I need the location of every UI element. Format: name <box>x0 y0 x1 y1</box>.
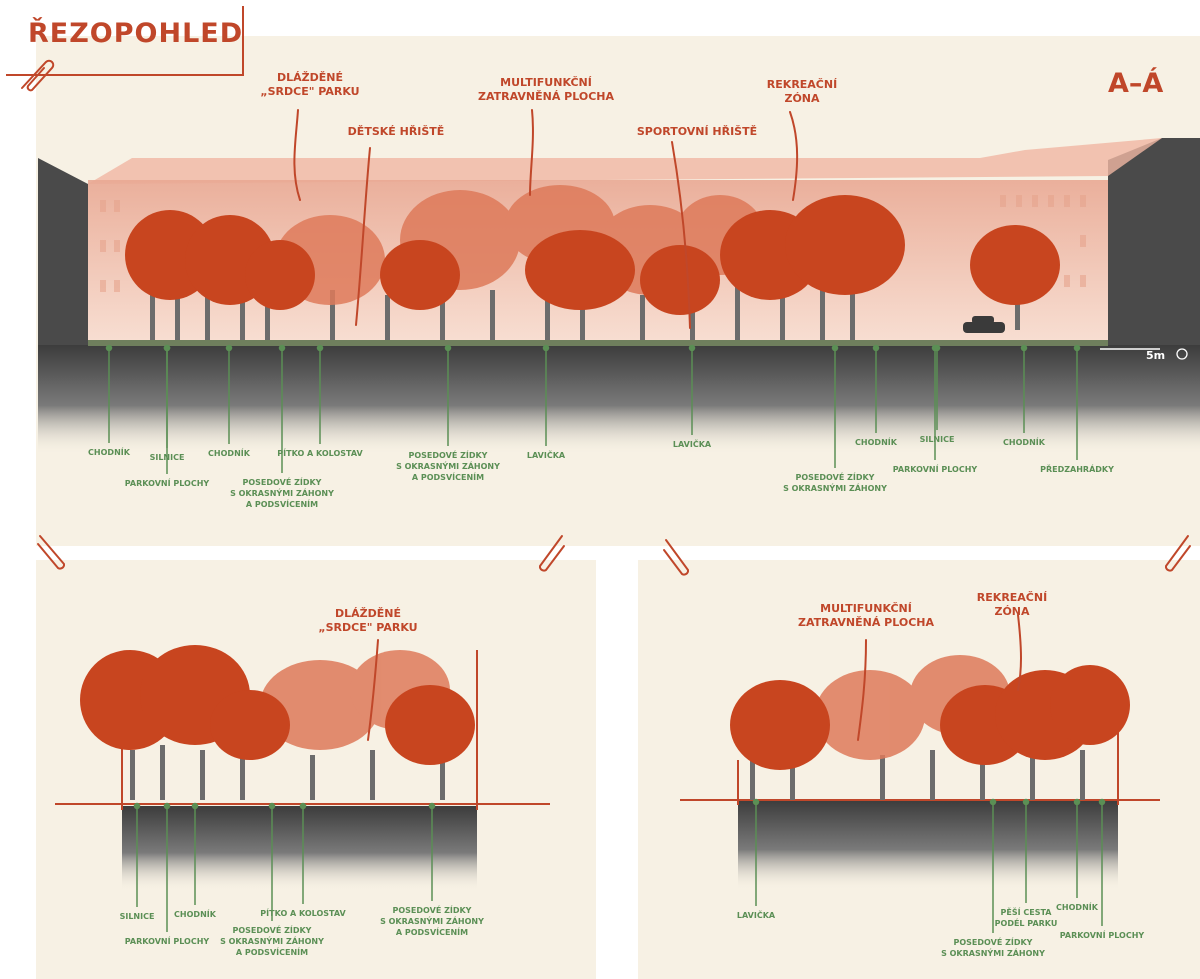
ground-line <box>88 340 1108 346</box>
leader-dot <box>1073 798 1081 806</box>
leader-dot <box>133 802 141 810</box>
leader-dot <box>1020 344 1028 352</box>
leader-dot <box>105 344 113 352</box>
ground-fade <box>38 345 1200 455</box>
leader-dot <box>831 344 839 352</box>
leader-dot <box>444 344 452 352</box>
main-leader-lines <box>105 344 1081 474</box>
left-callout-label: CHODNÍK <box>174 910 216 919</box>
main-callout-label: PÍTKO A KOLOSTAV <box>277 449 363 458</box>
leader-dot <box>191 802 199 810</box>
left-zone-label: DLÁŽDĚNÉ„SRDCE" PARKU <box>318 607 418 634</box>
main-callout-label: PARKOVNÍ PLOCHY <box>892 465 978 474</box>
paperclip-icon <box>21 59 55 92</box>
main-callout-label: CHODNÍK <box>88 448 130 457</box>
main-callout-label: PARKOVNÍ PLOCHY <box>124 479 210 488</box>
right-section <box>680 614 1160 933</box>
north-arrow-icon <box>1176 348 1188 360</box>
main-zone-label: DLÁŽDĚNÉ„SRDCE" PARKU <box>260 71 360 98</box>
main-callout-label: PŘEDZAHRÁDKY <box>1040 465 1114 474</box>
leader-dot <box>316 344 324 352</box>
main-zone-label: SPORTOVNÍ HŘIŠTĚ <box>636 125 758 138</box>
left-callout-label: PÍTKO A KOLOSTAV <box>260 909 346 918</box>
right-leader-lines <box>752 798 1106 933</box>
left-leader-lines <box>133 802 436 932</box>
right-panel <box>638 560 1200 979</box>
main-callout-label: SILNICE <box>149 453 185 462</box>
leader-dot <box>268 802 276 810</box>
title-frame <box>6 6 244 76</box>
car <box>963 316 1005 333</box>
left-dark-building <box>38 158 88 345</box>
main-callout-label: SILNICE <box>919 435 955 444</box>
paper-clip-icons <box>21 59 1191 576</box>
leader-dot <box>931 344 939 352</box>
left-section <box>55 639 550 932</box>
leader-dot <box>163 802 171 810</box>
right-ground-fade <box>738 800 1118 890</box>
leader-dot <box>752 798 760 806</box>
left-ground-fade <box>122 806 477 891</box>
left-callout-label: PARKOVNÍ PLOCHY <box>124 937 210 946</box>
main-section <box>38 109 1200 474</box>
paperclip-icon <box>538 535 565 572</box>
paperclip-icon <box>1164 535 1191 572</box>
section-id: A–Á <box>1108 68 1164 99</box>
building-roof <box>88 138 1162 184</box>
leader-dot <box>163 344 171 352</box>
leader-dot <box>872 344 880 352</box>
leader-dot <box>225 344 233 352</box>
left-callout-label: SILNICE <box>119 912 155 921</box>
main-callout-label: LAVIČKA <box>526 451 566 460</box>
tree-trunks <box>150 280 1020 340</box>
zone-arrows <box>293 109 799 329</box>
leader-dot <box>299 802 307 810</box>
paperclip-icon <box>37 535 66 570</box>
leader-dot <box>278 344 286 352</box>
right-dark-building <box>1108 138 1200 345</box>
leader-dot <box>1022 798 1030 806</box>
right-callout-label: LAVIČKA <box>736 911 776 920</box>
scale-label: 5m <box>1146 349 1166 362</box>
main-callout-label: CHODNÍK <box>855 438 897 447</box>
leader-dot <box>1098 798 1106 806</box>
canopies-dark <box>125 195 1060 315</box>
right-callout-label: PARKOVNÍ PLOCHY <box>1059 931 1145 940</box>
leader-dot <box>428 802 436 810</box>
leader-dot <box>688 344 696 352</box>
main-zone-label: DĚTSKÉ HŘIŠTĚ <box>347 125 445 138</box>
main-callout-label: LAVIČKA <box>672 440 712 449</box>
paperclip-icon <box>663 539 690 576</box>
left-panel <box>36 560 596 979</box>
page-title: ŘEZOPOHLED <box>28 18 244 49</box>
main-callout-label: CHODNÍK <box>1003 438 1045 447</box>
leader-dot <box>989 798 997 806</box>
right-callout-label: CHODNÍK <box>1056 903 1098 912</box>
leader-dot <box>1073 344 1081 352</box>
leader-dot <box>542 344 550 352</box>
main-callout-label: CHODNÍK <box>208 449 250 458</box>
